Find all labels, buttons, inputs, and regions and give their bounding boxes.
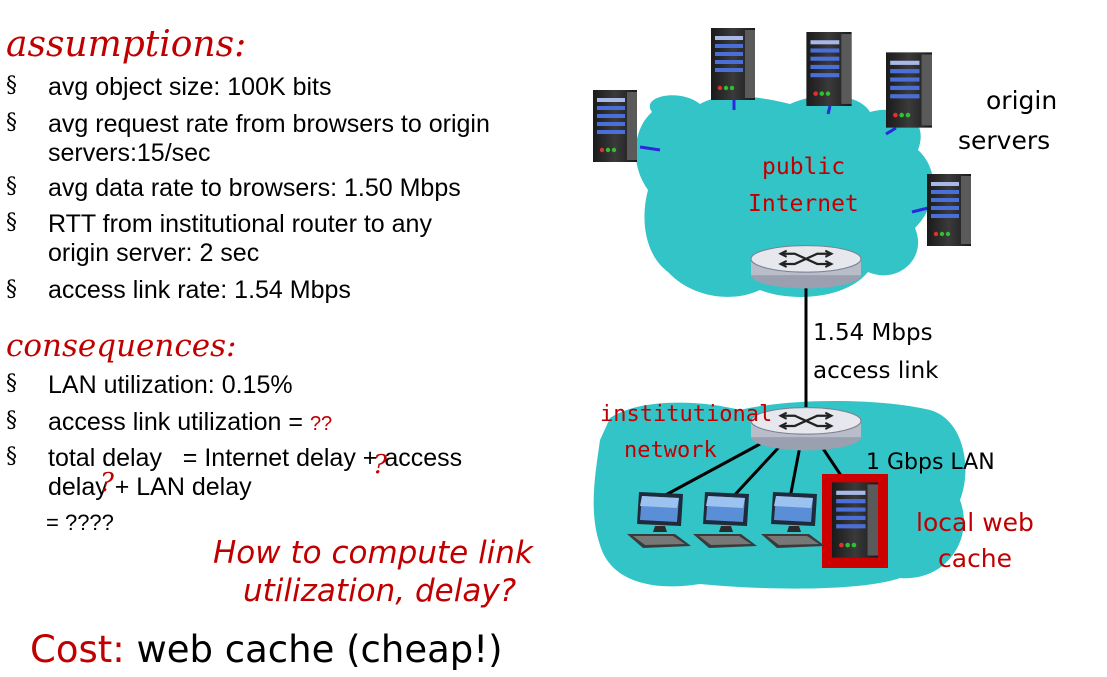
assumption-object-size: avg object size: 100K bits <box>48 73 332 101</box>
server-links <box>639 100 929 214</box>
total-delay-result: = ???? <box>46 510 114 535</box>
assumption-request-rate: avg request rate from browsers to origin <box>48 110 490 138</box>
bullet-icon: § <box>6 444 17 469</box>
consequence-lan-utilization: LAN utilization: 0.15% <box>48 371 293 399</box>
assumption-data-rate: avg data rate to browsers: 1.50 Mbps <box>48 174 461 202</box>
cost-value: web cache (cheap!) <box>136 628 503 671</box>
institutional-network-label: institutional <box>600 402 773 427</box>
internet-router-icon <box>750 244 862 290</box>
consequences-heading: consequences: <box>6 328 237 364</box>
cost-line: Cost: web cache (cheap!) <box>30 628 503 671</box>
local-web-cache-label-cont: cache <box>938 544 1013 573</box>
question-mark-internet-delay: ? <box>373 450 387 480</box>
public-internet-cloud <box>635 95 934 297</box>
origin-server-icon <box>711 28 755 100</box>
assumptions-heading: assumptions: <box>6 24 247 65</box>
origin-server-icon <box>806 32 852 106</box>
question-line-1: How to compute link <box>213 535 533 571</box>
access-link-rate-label: 1.54 Mbps <box>813 320 933 346</box>
bullet-icon: § <box>6 408 17 433</box>
question-line-2: utilization, delay? <box>243 573 517 609</box>
cache-server-icon <box>832 482 878 558</box>
bullet-icon: § <box>6 277 17 302</box>
assumption-access-link-rate: access link rate: 1.54 Mbps <box>48 276 351 304</box>
consequence-total-delay-cont: delay + LAN delay <box>48 473 252 501</box>
origin-server-icon <box>927 174 971 246</box>
assumption-rtt-cont: origin server: 2 sec <box>48 239 260 267</box>
access-link-label: access link <box>813 358 939 384</box>
bullet-icon: § <box>6 73 17 98</box>
origin-servers-label-cont: servers <box>958 126 1051 155</box>
bullet-icon: § <box>6 210 17 235</box>
assumption-request-rate-cont: servers:15/sec <box>48 139 211 167</box>
question-mark-access-delay: ? <box>100 468 114 498</box>
cost-label: Cost: <box>30 628 125 671</box>
public-internet-label-cont: Internet <box>748 191 859 217</box>
local-web-cache-label: local web <box>916 508 1034 537</box>
origin-server-icon <box>886 52 932 128</box>
public-internet-label: public <box>762 154 846 180</box>
bullet-icon: § <box>6 110 17 135</box>
origin-servers-label: origin <box>986 86 1058 115</box>
lan-speed-label: 1 Gbps LAN <box>866 450 995 475</box>
origin-server-icon <box>593 90 637 162</box>
bullet-icon: § <box>6 371 17 396</box>
consequence-total-delay: total delay = Internet delay + access <box>48 444 463 472</box>
consequence-access-utilization: access link utilization = ?? <box>48 407 332 439</box>
access-utilization-label: access link utilization = <box>48 408 310 436</box>
bullet-icon: § <box>6 174 17 199</box>
institutional-network-label-cont: network <box>624 438 717 463</box>
access-utilization-unknown: ?? <box>309 413 333 435</box>
assumption-rtt: RTT from institutional router to any <box>48 210 432 238</box>
